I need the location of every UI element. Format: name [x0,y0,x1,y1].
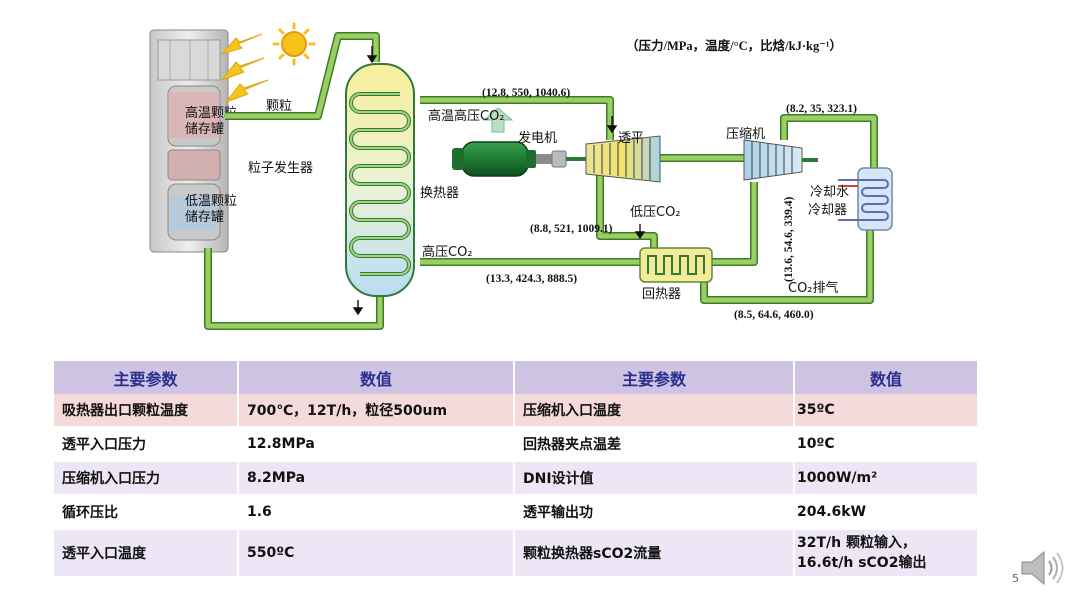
param-name: 吸热器出口颗粒温度 [54,394,239,428]
solar-tower: 高温颗粒 储存罐 低温颗粒 储存罐 [149,29,237,253]
table-row: 压缩机入口压力 8.2MPa DNI设计值 1000W/m² [54,461,979,496]
state-compressor-inlet: (8.2, 35, 323.1) [786,103,857,115]
parameter-table: 主要参数 数值 主要参数 数值 吸热器出口颗粒温度 700℃，12T/h，粒径5… [54,361,979,578]
param-name: 压缩机入口压力 [54,461,239,496]
speaker-icon[interactable] [1018,548,1066,588]
state-turbine-inlet: (12.8, 550, 1040.6) [482,87,570,99]
units-note: （压力/MPa，温度/°C，比焓/kJ·kg⁻¹） [626,38,842,53]
state-exhaust: (8.5, 64.6, 460.0) [734,309,814,321]
generator-label: 发电机 [518,130,557,146]
sun-icon [272,22,316,66]
high-pressure-co2-label: 高压CO₂ [422,244,473,260]
state-compressor-outlet: (13.6, 54.6, 339.4) [783,197,795,282]
param-name: 回热器夹点温差 [514,427,795,462]
header-param-2: 主要参数 [514,361,795,394]
header-param-1: 主要参数 [54,361,239,394]
co2-pipes [420,96,878,304]
param-value: 700℃，12T/h，粒径500um [238,394,515,428]
table-header-row: 主要参数 数值 主要参数 数值 [54,361,979,394]
header-value-1: 数值 [238,361,515,394]
value-line-1: 32T/h 颗粒输入， [797,535,916,551]
hp-ht-co2-label: 高温高压CO₂ [428,108,505,124]
param-name: 循环压比 [54,495,239,530]
particle-pipes [204,32,384,330]
heat-exchanger [345,63,415,297]
hot-co2-up-arrow [482,107,514,133]
low-pressure-co2-label: 低压CO₂ [630,205,681,220]
param-name: 压缩机入口温度 [514,394,795,428]
param-value: 8.2MPa [238,461,515,496]
hot-tank-label-2: 储存罐 [185,122,224,137]
cooler-label-1: 冷却水 [810,185,849,200]
param-value: 1000W/m² [794,461,979,496]
flow-arrows [352,46,646,316]
param-name: 透平入口温度 [54,529,239,578]
cold-tank-label-2: 储存罐 [185,210,224,225]
heat-exchanger-label: 换热器 [420,186,459,201]
cooler [838,167,893,231]
param-name: DNI设计值 [514,461,795,496]
param-value: 35ºC [794,394,979,428]
recuperator-label: 回热器 [642,287,681,302]
table-row: 透平入口压力 12.8MPa 回热器夹点温差 10ºC [54,427,979,462]
generator [452,141,586,177]
particle-label: 颗粒 [266,99,292,114]
param-name: 透平输出功 [514,495,795,530]
recuperator [639,247,713,283]
param-value: 1.6 [238,495,515,530]
turbine-label: 透平 [618,131,644,146]
param-value: 32T/h 颗粒输入， 16.6t/h sCO2输出 [794,529,979,578]
param-name: 透平入口压力 [54,427,239,462]
value-line-2: 16.6t/h sCO2输出 [797,555,927,571]
param-value: 204.6kW [794,495,979,530]
param-name: 颗粒换热器sCO2流量 [514,529,795,578]
particle-generator-label: 粒子发生器 [248,160,313,176]
hot-tank-label-1: 高温颗粒 [185,105,237,121]
compressor-label: 压缩机 [726,126,765,142]
table-row: 透平入口温度 550ºC 颗粒换热器sCO2流量 32T/h 颗粒输入， 16.… [54,529,979,578]
table-row: 循环压比 1.6 透平输出功 204.6kW [54,495,979,530]
state-turbine-outlet: (8.8, 521, 1009.1) [530,223,613,235]
param-value: 550ºC [238,529,515,578]
cooler-label-2: 冷却器 [808,203,847,218]
header-value-2: 数值 [794,361,979,394]
table-row: 吸热器出口颗粒温度 700℃，12T/h，粒径500um 压缩机入口温度 35º… [54,394,979,428]
co2-exhaust-label: CO₂排气 [788,280,839,296]
cold-tank-label-1: 低温颗粒 [185,194,237,209]
compressor [743,139,818,181]
param-value: 10ºC [794,427,979,462]
sun-ray-arrows [220,33,269,104]
param-value: 12.8MPa [238,427,515,462]
cycle-diagram: 高温颗粒 储存罐 低温颗粒 储存罐 [149,22,893,330]
state-recuperator-outlet: (13.3, 424.3, 888.5) [486,273,577,285]
turbine [585,135,661,183]
page-number: 5 [1012,572,1019,585]
